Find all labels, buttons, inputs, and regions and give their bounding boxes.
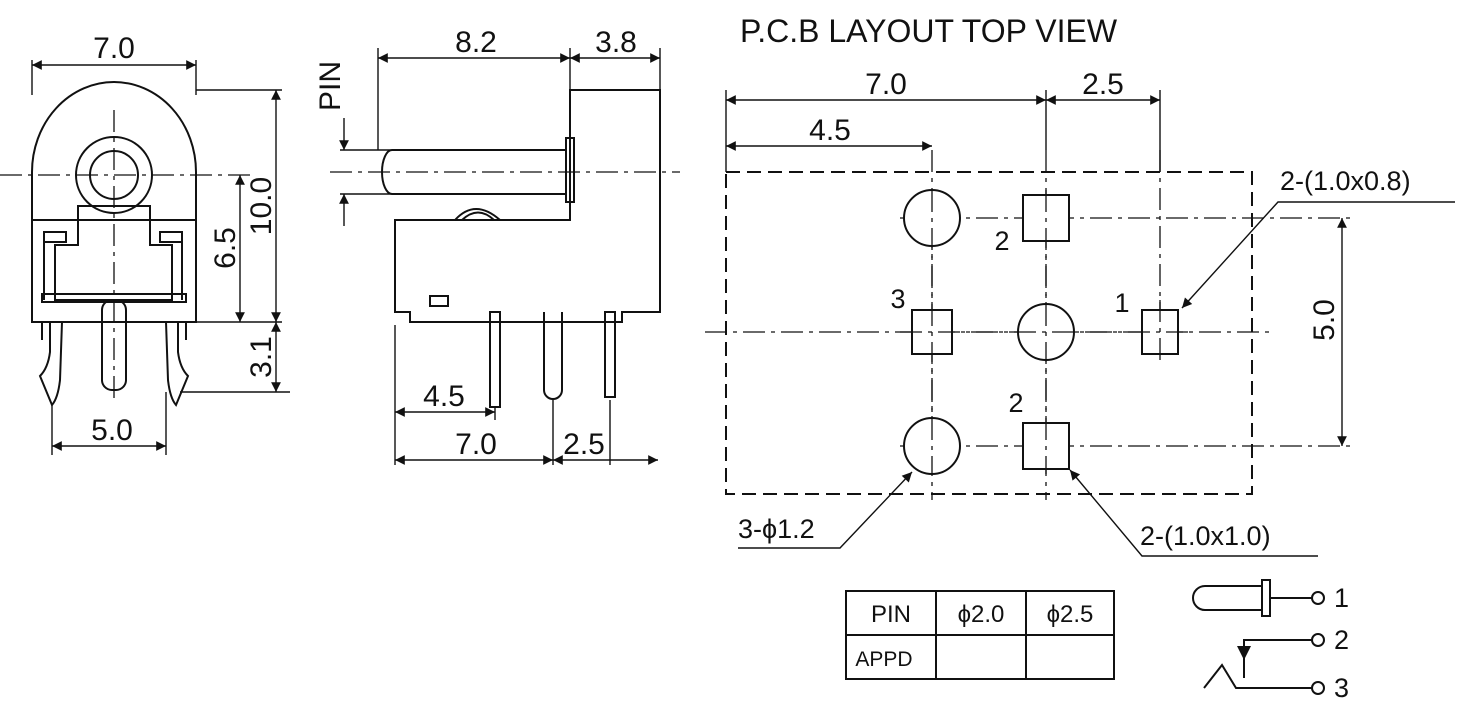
dim-pcb-total: 7.0	[865, 68, 907, 101]
dim-pcb-right: 2.5	[1082, 68, 1124, 101]
label-pin: PIN	[314, 61, 347, 111]
schematic-plug	[1192, 585, 1262, 611]
dim-side-pin3: 2.5	[563, 428, 605, 461]
front-pin-right	[165, 321, 190, 407]
label-small-pad: 2-(1.0x0.8)	[1280, 166, 1411, 196]
pin-number-2-bottom: 2	[1008, 388, 1023, 418]
pcb-title: P.C.B LAYOUT TOP VIEW	[740, 13, 1118, 49]
dim-front-pin: 3.1	[245, 336, 278, 378]
dim-front-width: 7.0	[93, 32, 135, 65]
schematic-pin-2: 2	[1334, 625, 1349, 655]
front-view: 7.0 10.0 6.5 3.1 5.0	[0, 32, 290, 455]
side-pin-2	[543, 312, 563, 400]
label-square-pad: 2-(1.0x1.0)	[1140, 521, 1271, 551]
schematic-pin-1: 1	[1334, 583, 1349, 613]
side-view: PIN 8.2 3.8 4.5 7.0 2.5	[314, 26, 680, 465]
label-round-holes: 3-ϕ1.2	[738, 514, 815, 544]
front-body-outline	[31, 81, 197, 323]
pcb-layout: P.C.B LAYOUT TOP VIEW 2 2 3 1 7.0 2.5 4.…	[705, 13, 1455, 557]
dim-side-pin2: 7.0	[455, 428, 497, 461]
schematic-symbol: 1 2 3	[1192, 579, 1349, 703]
pin-number-1: 1	[1114, 288, 1129, 318]
dim-side-pin1: 4.5	[423, 380, 465, 413]
schematic-pin-3: 3	[1334, 673, 1349, 703]
dim-side-body: 8.2	[455, 26, 497, 59]
dim-front-pin-spacing: 5.0	[91, 414, 133, 447]
side-housing	[394, 89, 661, 323]
dim-front-height: 10.0	[245, 177, 278, 235]
dim-front-axis: 6.5	[209, 227, 242, 269]
table-cell-phi25: ϕ2.5	[1047, 601, 1094, 628]
table-cell-phi20: ϕ2.0	[958, 601, 1005, 628]
pin-table: PIN ϕ2.0 ϕ2.5 APPD	[845, 590, 1115, 680]
pin-number-3: 3	[890, 284, 905, 314]
front-pin-left	[38, 321, 63, 407]
side-pin-3	[604, 311, 616, 398]
dim-pcb-offset: 4.5	[809, 114, 851, 147]
pcb-outline	[725, 171, 1253, 495]
side-pin-1	[489, 311, 501, 408]
dim-pcb-height: 5.0	[1308, 299, 1341, 341]
pin-number-2-top: 2	[994, 226, 1009, 256]
dim-side-pin-len: 3.8	[595, 26, 637, 59]
table-cell-pin: PIN	[871, 601, 911, 628]
table-cell-appd: APPD	[855, 648, 912, 671]
